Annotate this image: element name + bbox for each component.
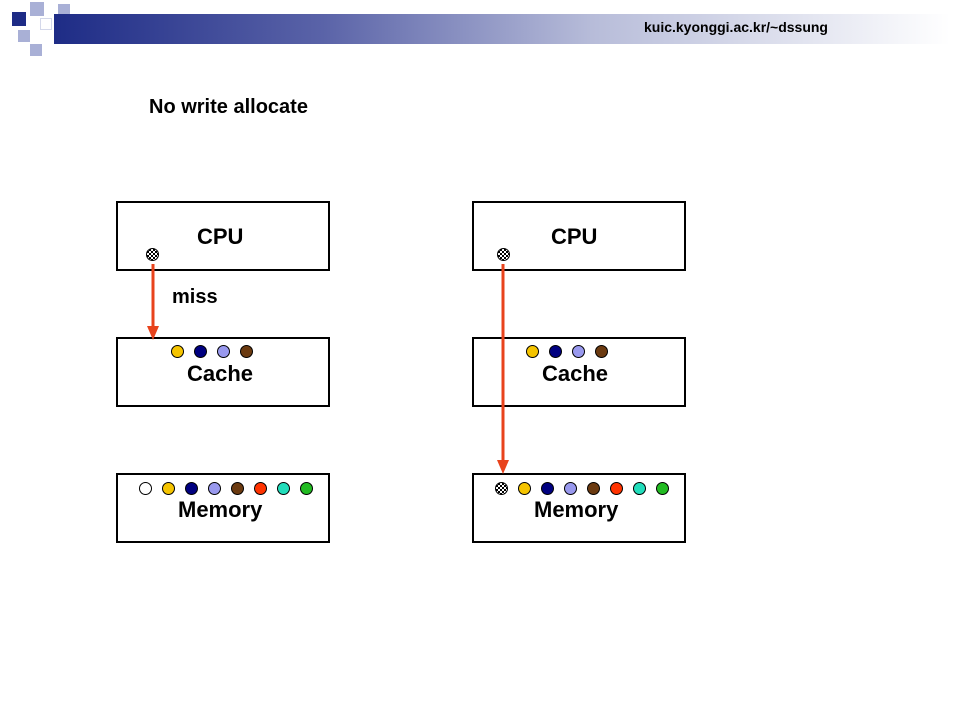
slide-title: No write allocate [149, 96, 308, 118]
left-memory-block [162, 482, 175, 495]
left-memory-label: Memory [178, 497, 263, 522]
left-cpu-label: CPU [197, 224, 244, 249]
left-memory-block [139, 482, 152, 495]
right-cache-label: Cache [542, 361, 609, 386]
left-memory-block [208, 482, 221, 495]
left-cpu-block [146, 248, 159, 261]
corner-square-decoration [12, 12, 26, 26]
miss-label: miss [172, 286, 218, 308]
left-memory-block [231, 482, 244, 495]
right-memory-box [472, 473, 686, 543]
left-memory-box [116, 473, 330, 543]
right-memory-block [541, 482, 554, 495]
right-cpu-box [472, 201, 686, 271]
right-memory-block [633, 482, 646, 495]
right-memory-label: Memory [534, 497, 619, 522]
right-memory-block [518, 482, 531, 495]
left-memory-block [185, 482, 198, 495]
header-url: kuic.kyonggi.ac.kr/~dssung [643, 19, 828, 35]
right-cache-block [526, 345, 539, 358]
right-cpu-label: CPU [551, 224, 598, 249]
header-band [54, 14, 950, 44]
left-memory-block [254, 482, 267, 495]
right-memory-block [587, 482, 600, 495]
right-write-arrowhead [497, 460, 509, 474]
corner-square-decoration [18, 30, 30, 42]
corner-square-decoration [40, 18, 52, 30]
left-cache-block [240, 345, 253, 358]
left-memory-block [277, 482, 290, 495]
right-memory-block [656, 482, 669, 495]
corner-square-decoration [30, 2, 44, 16]
left-cache-block [217, 345, 230, 358]
corner-square-decoration [30, 44, 42, 56]
left-memory-block [300, 482, 313, 495]
right-cache-block [595, 345, 608, 358]
right-memory-block [564, 482, 577, 495]
corner-square-decoration [58, 4, 70, 16]
right-cache-block [572, 345, 585, 358]
right-memory-block [610, 482, 623, 495]
left-cache-block [194, 345, 207, 358]
left-cache-block [171, 345, 184, 358]
right-memory-block [495, 482, 508, 495]
right-cpu-block [497, 248, 510, 261]
left-cache-label: Cache [187, 361, 254, 386]
right-cache-block [549, 345, 562, 358]
